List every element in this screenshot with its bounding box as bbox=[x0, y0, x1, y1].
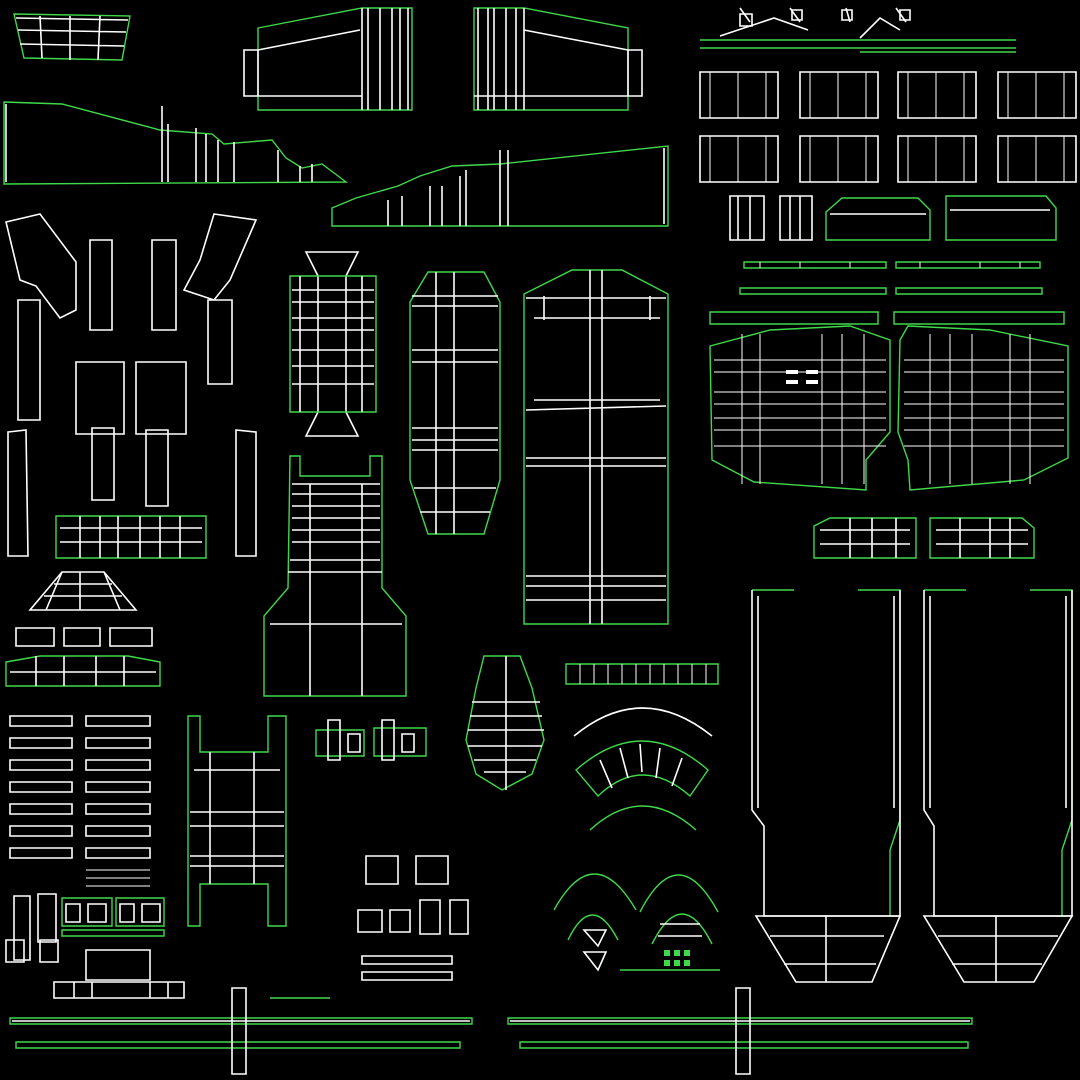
uv-island-roof-trim bbox=[700, 7, 1016, 53]
window-panel bbox=[699, 135, 779, 183]
uv-island-side-strip-right bbox=[331, 145, 669, 227]
uv-island-body-shell bbox=[263, 455, 407, 697]
uv-island-bollard bbox=[289, 251, 377, 437]
window-panel bbox=[997, 135, 1077, 183]
bar-strip bbox=[85, 759, 151, 771]
uv-island-handle-frame bbox=[187, 715, 287, 927]
bar-strip bbox=[9, 781, 73, 793]
window-panel bbox=[897, 71, 977, 119]
uv-island-left-bar-strips bbox=[9, 715, 151, 887]
uv-island-tall-panel-left bbox=[751, 589, 902, 983]
window-panel-seam bbox=[809, 72, 867, 118]
uv-island-mini-parts bbox=[357, 855, 469, 981]
bar-strip bbox=[85, 737, 151, 749]
uv-island-rings bbox=[553, 873, 720, 972]
bar-strip bbox=[85, 781, 151, 793]
bar-strip bbox=[9, 737, 73, 749]
uv-island-front-chassis bbox=[709, 311, 1069, 491]
uv-island-bumper-strip bbox=[813, 517, 1035, 559]
bar-strip bbox=[85, 825, 151, 837]
bar-strip bbox=[9, 847, 73, 859]
window-panel-seam bbox=[907, 72, 965, 118]
uv-island-arch-bands bbox=[573, 707, 713, 831]
window-panel bbox=[799, 71, 879, 119]
window-panel bbox=[799, 135, 879, 183]
bar-strip bbox=[9, 715, 73, 727]
bar-strip bbox=[9, 825, 73, 837]
uv-island-top-left-cap bbox=[13, 13, 131, 61]
window-panel-seam bbox=[1007, 136, 1065, 182]
window-panel-seam bbox=[809, 136, 867, 182]
uv-island-wing-right bbox=[473, 7, 643, 111]
window-panel-seam bbox=[709, 72, 767, 118]
uv-island-pyramid bbox=[5, 571, 161, 687]
window-panel-seam bbox=[709, 136, 767, 182]
window-panel-seam bbox=[907, 136, 965, 182]
uv-island-rail-left bbox=[9, 987, 473, 1075]
window-panel-seam bbox=[1007, 72, 1065, 118]
bar-strip bbox=[85, 803, 151, 815]
uv-island-bottom-left-blocks bbox=[5, 893, 185, 999]
uv-island-wing-left bbox=[243, 7, 413, 111]
uv-island-rail-right bbox=[507, 987, 973, 1075]
uv-island-egg bbox=[465, 655, 545, 791]
bar-strip bbox=[9, 803, 73, 815]
uv-island-small-panels bbox=[729, 195, 1057, 241]
uv-island-thin-strips bbox=[739, 261, 1043, 295]
uv-island-arm-cluster bbox=[5, 213, 258, 559]
uv-island-rib-strip bbox=[565, 663, 719, 685]
chassis-seams bbox=[714, 334, 1064, 484]
uv-island-tall-panel-right bbox=[922, 589, 1074, 983]
window-panel bbox=[897, 135, 977, 183]
uv-island-tall-body bbox=[523, 269, 669, 625]
uv-island-capsule bbox=[409, 271, 501, 535]
bar-strip bbox=[85, 847, 151, 859]
uv-island-window-panels bbox=[699, 71, 1077, 183]
window-panel bbox=[699, 71, 779, 119]
bar-strip bbox=[9, 759, 73, 771]
uv-island-side-strip-left bbox=[3, 101, 349, 185]
bar-strip bbox=[85, 715, 151, 727]
uv-island-small-brackets bbox=[315, 719, 427, 761]
window-panel bbox=[997, 71, 1077, 119]
